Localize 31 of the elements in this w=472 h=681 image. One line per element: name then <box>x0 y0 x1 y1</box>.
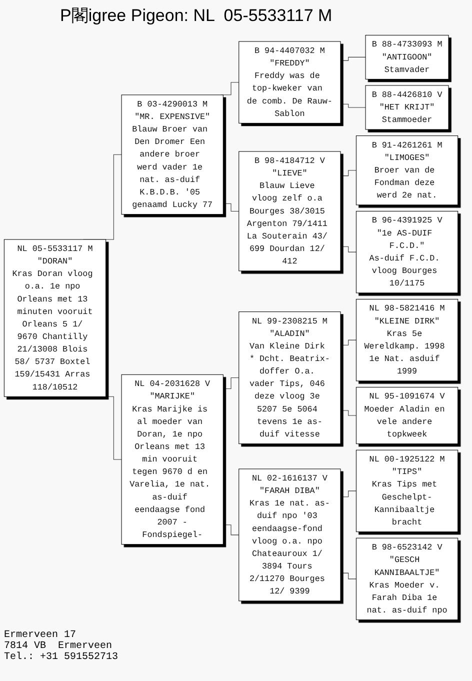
connector <box>222 378 240 389</box>
node-box: NL 02-1616137 V "FARAH DIBA" Kras 1e nat. as-duif npo '03 eendaagse-fond vloog o.a. npo Chateauroux 1/ 3894 Tours 2/11270 Bourges 12/ 9399 <box>238 468 341 602</box>
connector <box>222 203 240 212</box>
connector <box>340 340 356 346</box>
address-text: Ermerveen 17 <box>4 630 78 641</box>
node-box: B 91-4261261 M "LIMOGES" Broer van de Fondman deze werd 2e nat. <box>356 136 458 206</box>
connector <box>222 524 240 536</box>
connector <box>340 170 356 176</box>
node-box: NL 98-5821416 M "KLEINE DIRK" Kras 5e Wereldkamp. 1998 1e Nat. asduif 1999 <box>356 298 458 382</box>
node-box: B 03-4290013 M "MR. EXPENSIVE" Blauw Broer van Den Dromer Een andere broer werd vader 1e nat. as-duif K.B.D.B. '05 genaamd Lucky 77 <box>121 94 224 215</box>
node-box: B 94-4407032 M "FREDDY" Freddy was de top-kweker van de comb. De Rauw-Sablon <box>238 41 341 124</box>
address-text: Tel.: +31 591552713 <box>4 652 120 663</box>
node-box: B 88-4426810 V "HET KRIJT" Stammoeder <box>365 85 449 130</box>
node-box: NL 04-2031628 V "MARIJKE" Kras Marijke is al moeder van Doran, 1e npo Orleans met 13 min vooruit tegen 9670 d en Varelia, 1e nat. as-duif eendaagse fond 2007 -Fondspiegel- <box>121 374 224 545</box>
connector <box>340 572 356 580</box>
connector <box>340 246 356 252</box>
connector <box>340 490 356 498</box>
connector <box>340 410 356 416</box>
node-box: NL 00-1925122 M "TIPS" Kras Tips met Geschelpt-Kannibaaltje bracht <box>356 450 458 532</box>
node-box: NL 95-1091674 V Moeder Aladin en vele andere topkweek <box>356 386 458 444</box>
connector <box>220 82 240 96</box>
node-box: NL 05-5533117 M "DORAN" Kras Doran vloog o.a. 1e npo Orleans met 13 minuten vooruit Orleans 5 1/ 9670 Chantilly 21/13008 Blois 58/ 5737 Boxtel 159/15431 Arras 118/10512 <box>4 239 106 397</box>
address-text: 7814 VB Ermerveen <box>4 641 114 652</box>
connector <box>340 56 366 61</box>
node-box: B 88-4733093 M "ANTIGOON" Stamvader <box>365 34 449 80</box>
node-box: B 98-4184712 V "LIEVE" Blauw Lieve vloog zelf o.a Bourges 38/3015 Argenton 79/1411 La Souterain 43/ 699 Dourdan 12/ 412 <box>238 151 341 272</box>
title: P閣igree Pigeon: NL 05-5533117 M <box>60 5 334 27</box>
connector <box>340 104 366 108</box>
node-box: B 98-6523142 V "GESCH KANNIBAALTJE" Kras Moeder v. Farah Diba 1e nat. as-duif npo <box>356 538 458 620</box>
node-box: B 96-4391925 V "1e AS-DUIF F.C.D." As-duif F.C.D. vloog Bourges 10/1175 <box>356 210 458 294</box>
node-box: NL 99-2308215 M "ALADIN" Van Kleine Dirk * Dcht. Beatrix-doffer O.a. vader Tips, 046 deze vloog 3e 5207 5e 5064 tevens 1e as-duif vitesse <box>238 312 341 444</box>
